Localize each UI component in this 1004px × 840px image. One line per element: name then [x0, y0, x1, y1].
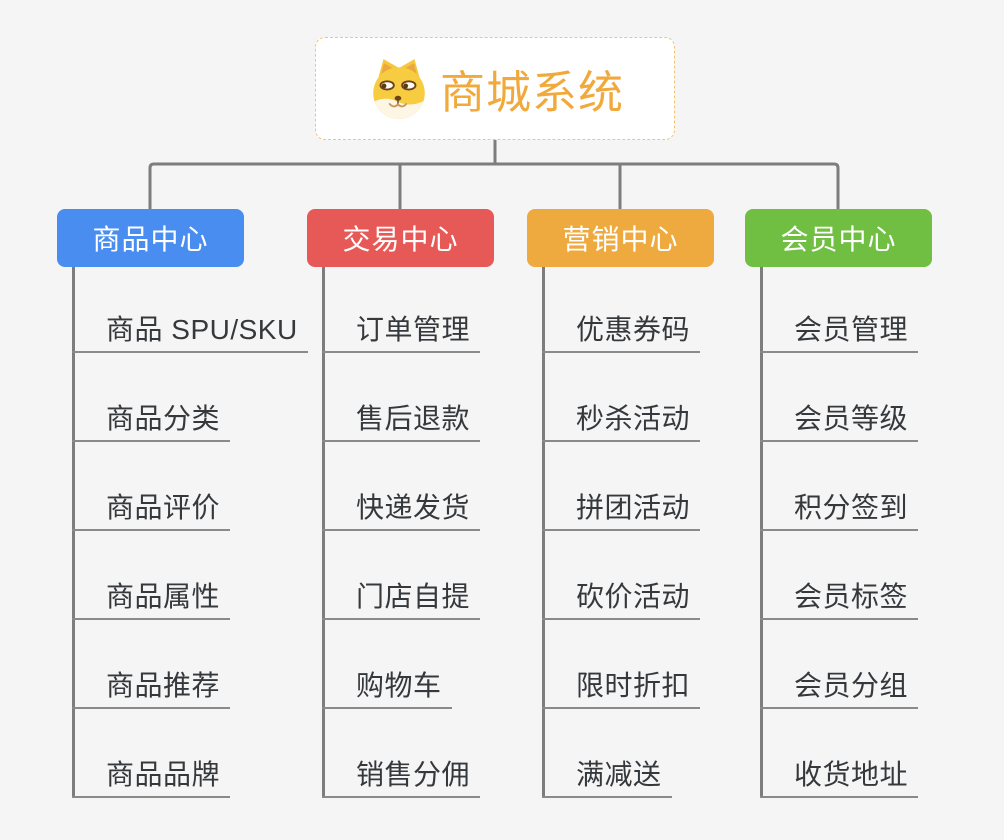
leaf-node[interactable]: 会员等级 — [760, 353, 919, 442]
leaf-node[interactable]: 限时折扣 — [542, 620, 701, 709]
branch-children-member: 会员管理 会员等级 积分签到 会员标签 会员分组 收货地址 — [760, 264, 919, 798]
root-label: 商城系统 — [439, 67, 624, 118]
leaf-node[interactable]: 秒杀活动 — [542, 353, 701, 442]
doge-icon — [366, 56, 432, 122]
leaf-node[interactable]: 商品属性 — [72, 531, 231, 620]
leaf-node[interactable]: 销售分佣 — [322, 709, 481, 798]
leaf-node[interactable]: 商品推荐 — [72, 620, 231, 709]
leaf-node[interactable]: 售后退款 — [322, 353, 481, 442]
branch-stem — [542, 266, 545, 798]
leaf-node[interactable]: 会员管理 — [760, 264, 919, 353]
branch-node-member-center[interactable]: 会员中心 — [745, 209, 932, 267]
leaf-node[interactable]: 砍价活动 — [542, 531, 701, 620]
leaf-node[interactable]: 订单管理 — [322, 264, 481, 353]
leaf-node[interactable]: 购物车 — [322, 620, 452, 709]
leaf-node[interactable]: 商品品牌 — [72, 709, 231, 798]
branch-label: 营销中心 — [562, 224, 679, 255]
leaf-node[interactable]: 会员标签 — [760, 531, 919, 620]
branch-node-trade-center[interactable]: 交易中心 — [307, 209, 494, 267]
branch-label: 商品中心 — [92, 224, 209, 255]
branch-node-marketing-center[interactable]: 营销中心 — [527, 209, 714, 267]
branch-node-product-center[interactable]: 商品中心 — [57, 209, 244, 267]
branch-children-marketing: 优惠券码 秒杀活动 拼团活动 砍价活动 限时折扣 满减送 — [542, 264, 701, 798]
leaf-node[interactable]: 积分签到 — [760, 442, 919, 531]
branch-label: 会员中心 — [780, 224, 897, 255]
branch-stem — [322, 266, 325, 798]
leaf-node[interactable]: 商品评价 — [72, 442, 231, 531]
leaf-node[interactable]: 快递发货 — [322, 442, 481, 531]
root-node[interactable]: 商城系统 — [315, 37, 675, 140]
branch-stem — [72, 266, 75, 798]
branch-label: 交易中心 — [342, 224, 459, 255]
branch-children-product: 商品 SPU/SKU 商品分类 商品评价 商品属性 商品推荐 商品品牌 — [72, 264, 308, 798]
branch-stem — [760, 266, 763, 798]
leaf-node[interactable]: 会员分组 — [760, 620, 919, 709]
leaf-node[interactable]: 拼团活动 — [542, 442, 701, 531]
leaf-node[interactable]: 收货地址 — [760, 709, 919, 798]
leaf-node[interactable]: 优惠券码 — [542, 264, 701, 353]
leaf-node[interactable]: 满减送 — [542, 709, 672, 798]
leaf-node[interactable]: 门店自提 — [322, 531, 481, 620]
leaf-node[interactable]: 商品 SPU/SKU — [72, 264, 308, 353]
leaf-node[interactable]: 商品分类 — [72, 353, 231, 442]
branch-children-trade: 订单管理 售后退款 快递发货 门店自提 购物车 销售分佣 — [322, 264, 481, 798]
